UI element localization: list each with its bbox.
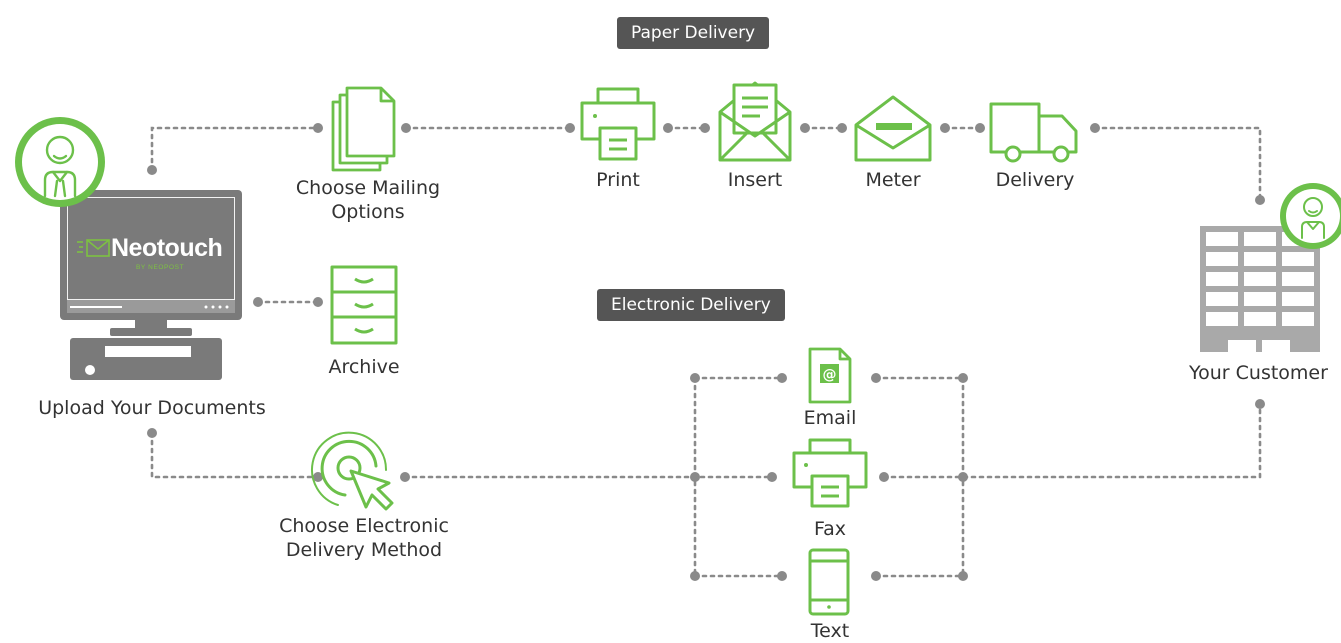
connector-upload-to-mailing bbox=[150, 126, 320, 172]
connector-upload-to-electronic bbox=[150, 431, 320, 479]
label-mailing-line1: Choose Mailing bbox=[295, 177, 441, 199]
paper-delivery-badge: Paper Delivery bbox=[617, 17, 770, 49]
label-print: Print bbox=[596, 169, 640, 191]
fax-printer-icon bbox=[792, 438, 868, 508]
neotouch-brand-name: Neotouch bbox=[111, 234, 223, 262]
documents-icon bbox=[331, 86, 396, 172]
email-document-icon: @ bbox=[808, 347, 852, 404]
printer-icon bbox=[580, 87, 656, 161]
svg-text:@: @ bbox=[823, 367, 837, 383]
meter-envelope-icon bbox=[854, 95, 932, 162]
label-mailing-options: Choose Mailing Options bbox=[258, 176, 478, 224]
label-fax: Fax bbox=[813, 518, 847, 540]
label-customer: Your Customer bbox=[1189, 362, 1328, 384]
truck-icon bbox=[989, 102, 1078, 163]
label-delivery: Delivery bbox=[995, 169, 1075, 191]
customer-avatar-icon bbox=[1280, 183, 1341, 249]
connector-dots bbox=[147, 123, 1265, 581]
label-electronic-method: Choose Electronic Delivery Method bbox=[244, 514, 484, 562]
label-electronic-line2: Delivery Method bbox=[285, 539, 443, 561]
label-archive: Archive bbox=[328, 356, 400, 378]
label-insert: Insert bbox=[727, 169, 783, 191]
label-electronic-line1: Choose Electronic bbox=[279, 515, 449, 537]
click-cursor-icon bbox=[311, 431, 394, 511]
label-meter: Meter bbox=[865, 169, 921, 191]
envelope-letter-icon bbox=[718, 81, 792, 162]
label-upload: Upload Your Documents bbox=[38, 397, 266, 419]
electronic-delivery-badge: Electronic Delivery bbox=[597, 289, 785, 321]
connector-delivery-to-customer bbox=[1093, 126, 1262, 202]
label-mailing-line2: Options bbox=[331, 201, 405, 223]
user-avatar-icon bbox=[15, 117, 105, 207]
label-email: Email bbox=[803, 407, 857, 429]
neotouch-brand-by: BY NEOPOST bbox=[136, 264, 185, 271]
connector-fax-to-customer bbox=[882, 402, 1262, 479]
phone-icon bbox=[808, 548, 850, 616]
neotouch-logo-envelope-icon bbox=[77, 239, 110, 257]
label-text: Text bbox=[810, 620, 850, 642]
filing-cabinet-icon bbox=[330, 265, 398, 345]
computer-icon bbox=[60, 190, 242, 380]
